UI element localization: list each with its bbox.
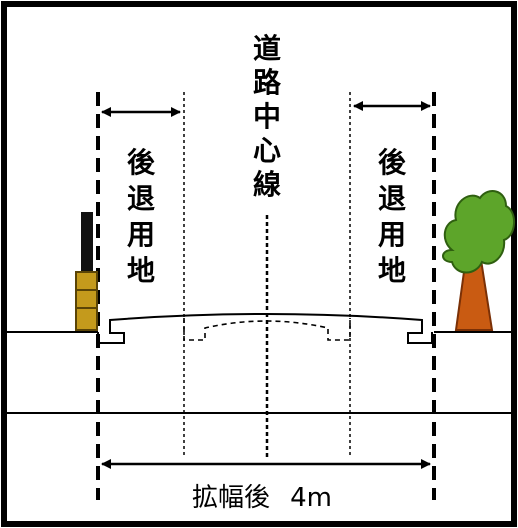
setback-label-right-char-3: 地 (378, 254, 406, 287)
road-profile-existing (183, 318, 351, 341)
width-value: 4m (290, 483, 332, 513)
utility-pole-icon (75, 212, 98, 331)
center-line-label-char-2: 中 (253, 100, 281, 133)
setback-label-left: 後退用地 (127, 146, 156, 287)
setback-label-left-char-0: 後 (127, 146, 156, 179)
road-profile-widened (97, 313, 433, 344)
setback-label-left-char-3: 地 (127, 254, 155, 287)
width-label: 拡幅後 4m (192, 483, 332, 513)
center-line-label-char-4: 線 (253, 168, 281, 201)
center-line-label-char-3: 心 (253, 134, 281, 167)
tree-icon (442, 190, 515, 331)
center-line-label-char-0: 道 (253, 32, 281, 65)
setback-label-left-char-2: 用 (127, 218, 155, 251)
center-line-label: 道路中心線 (253, 32, 282, 201)
setback-label-left-char-1: 退 (127, 182, 155, 215)
setback-label-right-char-0: 後 (378, 146, 407, 179)
setback-label-right-char-2: 用 (378, 218, 406, 251)
center-line-label-char-1: 路 (253, 66, 282, 99)
setback-label-right-char-1: 退 (378, 182, 406, 215)
width-label-text: 拡幅後 (192, 483, 270, 513)
setback-label-right: 後退用地 (378, 146, 407, 287)
